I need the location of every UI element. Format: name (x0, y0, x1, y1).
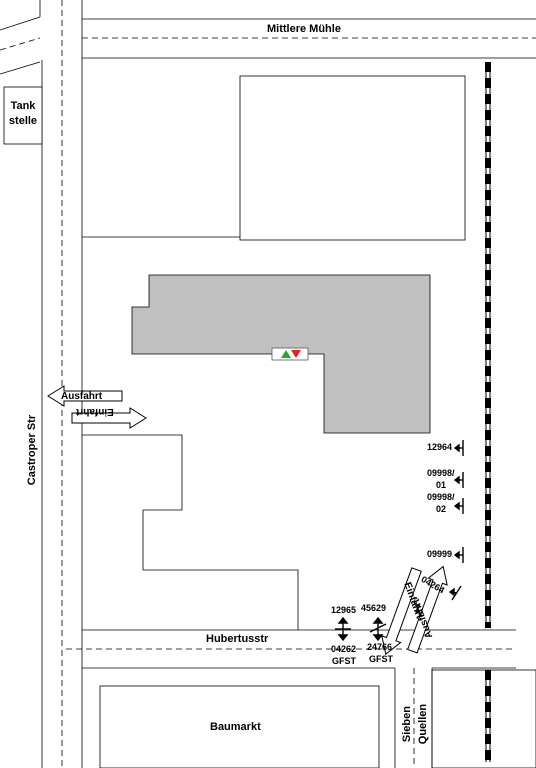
parcels (82, 75, 536, 768)
sign-label-45629: 45629 (361, 603, 387, 613)
west-exit-label: Ausfahrt (61, 391, 103, 402)
sign-09998-01-icon (453, 472, 464, 488)
baumarkt-label: Baumarkt (210, 721, 261, 733)
sign-09998-02-icon (453, 498, 464, 514)
down-triangle-icon (291, 350, 301, 358)
street-label-sieben: Sieben (400, 706, 413, 743)
sign-label-24766-gfst: GFST (369, 654, 393, 664)
sign-04264-icon (448, 585, 462, 601)
west-entry-arrow (71, 407, 147, 429)
sign-45629-24766-icon (369, 616, 387, 642)
up-triangle-icon (281, 350, 291, 358)
street-label-mittlere-muehle: Mittlere Mühle (267, 23, 341, 35)
sign-label-24766: 24766 (367, 642, 393, 652)
south-access-arrows (381, 565, 448, 656)
sign-label-12964: 12964 (427, 442, 453, 452)
sign-12965-04262-icon (335, 616, 351, 642)
railway (485, 62, 491, 762)
sign-symbols (335, 440, 464, 642)
sign-12964-icon (453, 440, 464, 456)
south-entry-arrow (381, 567, 422, 656)
sign-label-04262: 04262 (331, 644, 357, 654)
sign-label-09998-01-b: 01 (436, 480, 447, 490)
west-entry-label: Einfahrt (76, 406, 114, 417)
west-exit-arrow (47, 385, 123, 407)
tankstelle-label-line1: Tank (10, 100, 36, 112)
sign-label-04262-gfst: GFST (332, 656, 356, 666)
sign-label-12965: 12965 (331, 605, 357, 615)
sign-09999-icon (453, 547, 464, 563)
street-label-quellen: Quellen (416, 703, 429, 745)
street-label-hubertusstr: Hubertusstr (206, 633, 269, 645)
tankstelle-box (3, 86, 43, 145)
sign-label-09999: 09999 (427, 549, 453, 559)
west-access-arrows (47, 385, 147, 429)
sign-label-09998-02-a: 09998/ (427, 492, 455, 502)
street-label-castroper-str: Castroper Str (25, 414, 38, 486)
sign-label-09998-02-b: 02 (436, 504, 447, 514)
tower-marker (271, 347, 309, 361)
sign-label-09998-01-a: 09998/ (427, 468, 455, 478)
tankstelle-label-line2: stelle (8, 115, 38, 127)
south-exit-arrow (407, 565, 448, 654)
